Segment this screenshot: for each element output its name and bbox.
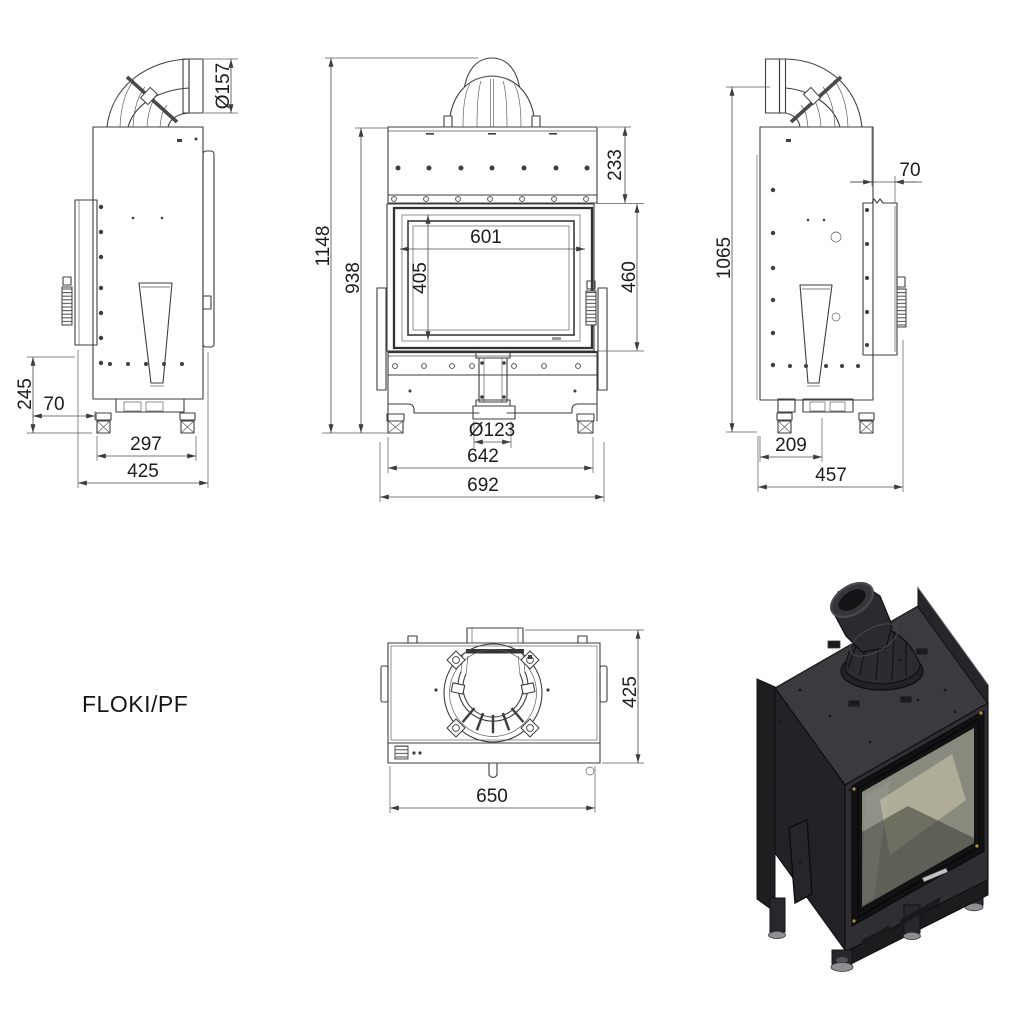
dim-label-rear-height: 245 (15, 378, 36, 410)
dim-label-plan-depth: 425 (620, 676, 641, 708)
door-handle (921, 867, 949, 883)
dim-label-front-foot-offset: 209 (775, 435, 807, 456)
dim-label-total-depth-left: 425 (127, 461, 159, 482)
dim-side-right-flue-axis-height: 1065 (714, 86, 770, 433)
dim-front-total-width: 692 (379, 442, 605, 502)
dim-label-body-height: 938 (343, 262, 364, 294)
dim-label-foot-offset: 70 (43, 394, 64, 415)
dim-side-right-front-foot-offset: 209 (759, 418, 823, 462)
dim-side-left-rear-height: 245 (15, 356, 92, 434)
plan-view (380, 627, 608, 779)
front-view (376, 57, 608, 434)
dim-front-glass-height: 405 (410, 215, 431, 340)
product-render-3d (756, 581, 989, 972)
dim-front-feet-width: 642 (387, 437, 594, 473)
dim-label-outlet-diameter: Ø123 (469, 420, 515, 441)
dim-label-plan-width: 650 (476, 786, 508, 807)
dim-side-left-foot-offset: 70 (33, 394, 96, 420)
dim-front-total-height: 1148 (313, 57, 478, 434)
dim-front-door-height: 460 (597, 204, 644, 352)
dim-side-right-rear-panel-offset: 70 (850, 127, 922, 203)
dim-side-left-total-depth: 425 (77, 350, 209, 488)
side-view-left (61, 58, 215, 434)
dim-plan-total-width: 650 (389, 766, 596, 813)
dim-label-rear-panel-offset: 70 (899, 160, 920, 181)
dim-front-outlet-diameter: Ø123 (469, 420, 515, 448)
dim-label-total-width: 692 (467, 475, 499, 496)
dim-label-door-height: 460 (619, 261, 640, 293)
dim-front-body-height: 938 (343, 127, 388, 433)
dim-label-total-height: 1148 (313, 226, 334, 267)
dim-label-hood-height: 233 (605, 149, 626, 181)
dim-front-hood-height: 233 (597, 126, 644, 204)
dim-front-glass-width: 601 (400, 227, 585, 252)
dim-side-left-feet-spacing: 297 (96, 434, 197, 461)
dim-label-flue-diameter: Ø157 (213, 63, 234, 109)
dim-side-right-total-depth: 457 (757, 340, 904, 492)
dim-label-glass-width: 601 (470, 227, 502, 248)
dim-label-glass-height: 405 (410, 262, 431, 294)
dim-label-feet-width: 642 (467, 446, 499, 467)
dim-label-flue-axis-height: 1065 (714, 237, 735, 279)
dim-side-left-flue-diameter: Ø157 (204, 58, 238, 114)
dim-label-feet-spacing: 297 (130, 434, 162, 455)
dim-plan-total-depth: 425 (525, 629, 644, 764)
dim-label-total-depth-right: 457 (815, 465, 847, 486)
side-view-right (756, 58, 907, 434)
model-name-label: FLOKI/PF (82, 691, 188, 717)
